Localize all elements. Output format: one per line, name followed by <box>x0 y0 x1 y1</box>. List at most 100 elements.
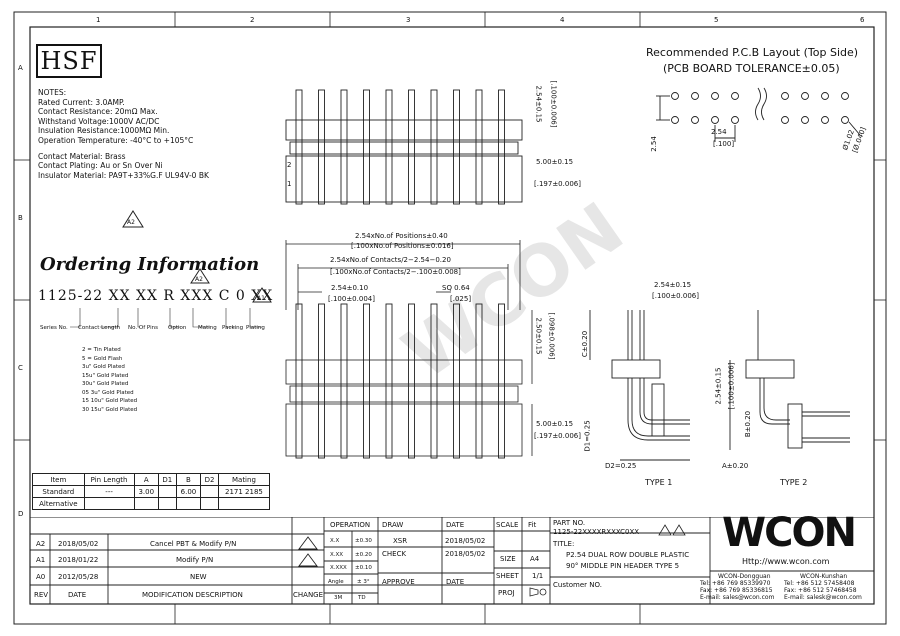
pin <box>475 89 483 205</box>
revision-date: 2018/05/02 <box>58 540 99 548</box>
note-line: Contact Resistance: 20mΩ Max. <box>38 107 158 117</box>
note-line: Contact Plating: Au or Sn Over Ni <box>38 161 163 171</box>
operation-unit: TD <box>358 595 366 601</box>
ordering-option: 15 10u" Gold Plated <box>82 398 138 404</box>
ordering-option: 3u" Gold Plated <box>82 364 125 370</box>
front-dim-pitch-in: [.100±0.004] <box>328 295 375 303</box>
side-d2-label: D2=0.25 <box>605 462 637 470</box>
branch-tel: Tel: +86 512 57458408 <box>784 580 855 587</box>
spec-cell <box>83 497 135 510</box>
check-label: CHECK <box>382 550 407 558</box>
revision-date: 2012/05/28 <box>58 573 99 581</box>
revision-desc: Cancel PBT & Modify P/N <box>150 540 237 548</box>
revision-header-rev: REV <box>34 591 49 599</box>
operation-key: X.XX <box>330 552 344 558</box>
front-dim-total: 2.54xNo.of Positions±0.40 <box>355 232 448 240</box>
front-dim-contacts: 2.54xNo.of Contacts/2−2.54−0.20 <box>330 256 451 264</box>
top-dim1: 2.54±0.15 <box>534 85 543 123</box>
connector-front-view <box>285 240 533 459</box>
side-a-label: A±0.20 <box>722 462 749 470</box>
pin <box>430 89 438 205</box>
note-line: Operation Temperature: -40°C to +105°C <box>38 135 194 145</box>
note-line: Contact Material: Brass <box>38 151 126 161</box>
ordering-field: Mating <box>198 325 217 331</box>
spec-header: Pin Length <box>83 473 135 486</box>
ordering-options: 2 = Tin Plated 5 = Gold Flash 3u" Gold P… <box>82 346 137 414</box>
pin <box>408 303 415 459</box>
spec-header: D1 <box>158 473 177 486</box>
pin <box>295 303 303 459</box>
pin <box>408 89 415 205</box>
projection-icon <box>529 587 547 597</box>
revision-triangle-icon <box>298 536 318 550</box>
pin <box>318 303 325 459</box>
revision-mark: A2 <box>195 276 203 283</box>
front-dim-height-in: [.098±0.006] <box>547 312 556 360</box>
pcb-layout-title: Recommended P.C.B Layout (Top Side) <box>646 46 859 59</box>
branch-fax: Fax: +86 512 57468458 <box>784 587 857 594</box>
notes-title: NOTES: <box>38 88 67 97</box>
spec-cell: --- <box>83 485 135 498</box>
pin <box>340 303 348 459</box>
ordering-title: Ordering Information <box>40 254 260 275</box>
ordering-field: Packing <box>222 325 244 331</box>
branch-email: E-mail: sales@wcon.com <box>700 594 775 601</box>
pcb-dim-vertical: 2.54 <box>649 136 658 152</box>
part-no-value: 1125-22XXXXRXXXC0XX <box>553 528 640 536</box>
revision-header-date: DATE <box>68 591 87 599</box>
title-line1: P2.54 DUAL ROW DOUBLE PLASTIC <box>566 551 690 559</box>
top-dim2: 5.00±0.15 <box>536 158 574 166</box>
frame-number: 5 <box>714 16 719 24</box>
front-dim-total-in: [.100xNo.of Positions±0.016] <box>351 242 454 250</box>
connector-top-view <box>285 89 523 205</box>
top-dim2-in: [.197±0.006] <box>534 180 581 188</box>
note-line: Insulator Material: PA9T+33%G.F UL94V-0 … <box>38 170 209 180</box>
pin <box>385 303 393 459</box>
side-dim-side: 2.54±0.15 <box>714 367 723 405</box>
pcb-dim-pitch: 2.54 <box>711 128 727 136</box>
front-dim-sq: SQ 0.64 <box>442 284 470 292</box>
front-dim-contacts-in: [.100xNo.of Contacts/2−.100±0.008] <box>330 268 461 276</box>
note-line: Rated Current: 3.0AMP. <box>38 97 125 107</box>
branch-name: WCON-Dongguan <box>718 573 771 580</box>
date-label: DATE <box>446 521 465 529</box>
revision-rev: A0 <box>36 573 46 581</box>
revision-triangle-icon <box>298 553 318 567</box>
revision-mark: A2 <box>127 219 135 226</box>
pin <box>475 303 483 459</box>
revision-rev: A1 <box>36 556 46 564</box>
side-c-label: C±0.20 <box>581 330 590 358</box>
pin <box>453 89 460 205</box>
hsf-logo: HSF <box>36 44 102 78</box>
check-date: 2018/05/02 <box>445 550 486 558</box>
spec-cell <box>200 485 219 498</box>
spec-cell: 3.00 <box>133 485 160 498</box>
ordering-field: Option <box>168 325 187 331</box>
frame-letter: A <box>18 64 23 72</box>
note-line: Insulation Resistance:1000MΩ Min. <box>38 126 170 136</box>
ordering-option: 5 = Gold Flash <box>82 355 123 362</box>
front-dim-base: 5.00±0.15 <box>536 420 574 428</box>
pin <box>453 303 460 459</box>
revision-rev: A2 <box>36 540 46 548</box>
side-dim-side-in: [.100±0.006] <box>727 362 736 410</box>
frame-letter: B <box>18 214 23 222</box>
operation-key: X.XXX <box>330 565 347 571</box>
ordering-field: No. Of Pins <box>128 325 158 331</box>
pin-label: 2 <box>287 161 292 169</box>
frame-number: 3 <box>406 16 411 24</box>
title-block-grid <box>30 517 874 604</box>
revision-mark: A1 <box>257 295 265 302</box>
spec-header: B <box>175 473 202 486</box>
sheet-label: SHEET <box>496 572 519 580</box>
approve-label: APPROVE <box>382 578 415 586</box>
pin <box>498 303 505 459</box>
pin <box>340 89 348 205</box>
company-url: Http://www.wcon.com <box>742 557 830 566</box>
frame-number: 4 <box>560 16 565 24</box>
size-label: SIZE <box>500 555 516 563</box>
side-dim-top: 2.54±0.15 <box>654 281 692 289</box>
spec-cell <box>217 497 271 510</box>
ordering-part-number: 1125-22 XX XX R XXX C 0 XX <box>38 288 274 304</box>
type1-label: TYPE 1 <box>645 478 673 487</box>
